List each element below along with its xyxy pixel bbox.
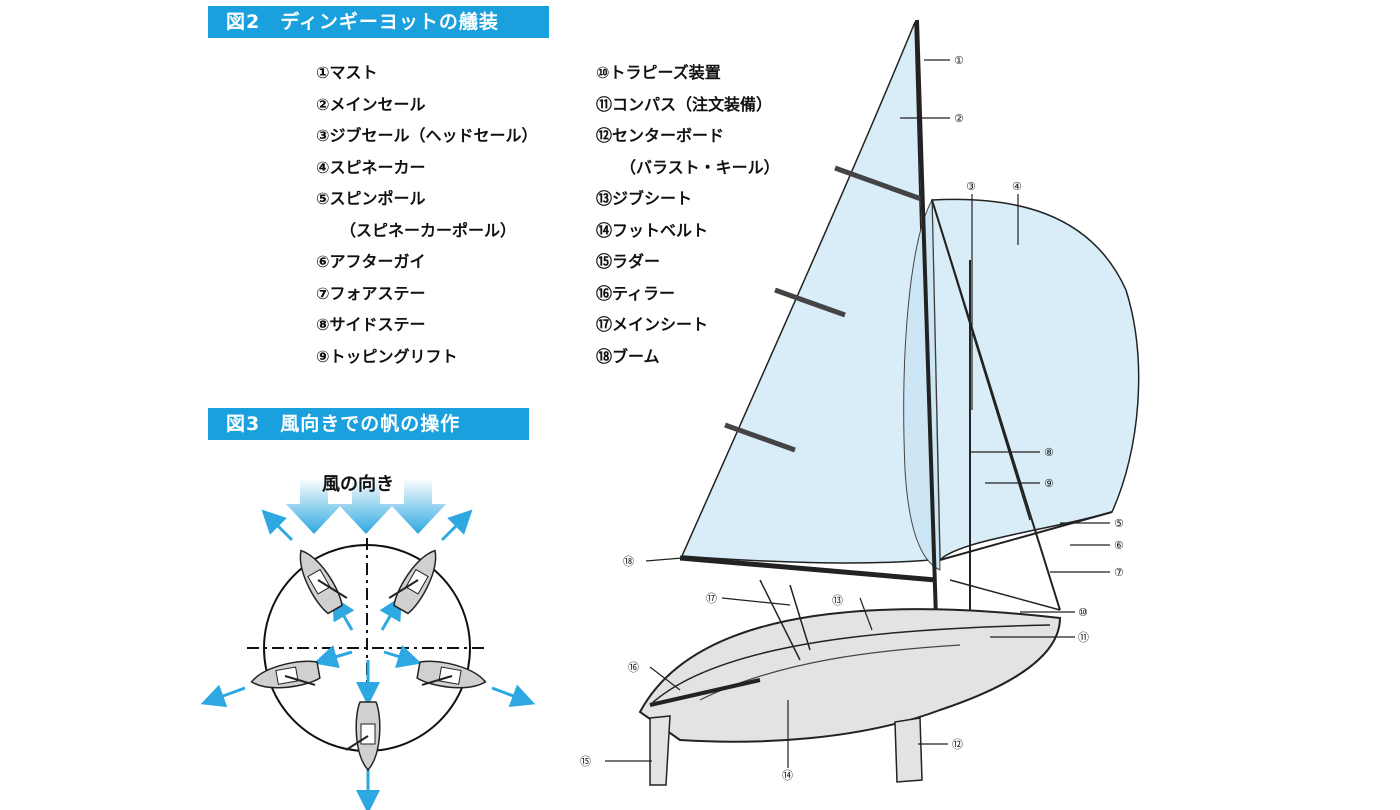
- parts-list-right: ⑩トラピーズ装置 ⑪コンパス（注文装備） ⑫センターボード （バラスト・キール）…: [596, 57, 780, 372]
- callout-10: ⑩: [1078, 606, 1088, 619]
- boat-icon: [345, 701, 381, 772]
- part-item: ⑱ブーム: [596, 346, 660, 366]
- course-arrow: [200, 684, 246, 708]
- callout-6: ⑥: [1114, 539, 1124, 552]
- figure2-title: 図2 ディンギーヨットの艤装: [208, 6, 549, 38]
- callout-15: ⑮: [580, 755, 591, 768]
- spinnaker-sail: [931, 198, 1140, 562]
- course-arrow: [491, 684, 536, 708]
- callout-13: ⑬: [832, 594, 843, 607]
- boat-icon: [299, 549, 348, 615]
- callout-14: ⑭: [782, 769, 793, 782]
- callout-9: ⑨: [1044, 477, 1054, 490]
- boat-icon: [416, 660, 487, 689]
- part-item: ⑰メインシート: [596, 315, 709, 334]
- part-item: ⑥アフターガイ: [316, 252, 426, 271]
- part-item: ⑯ティラー: [596, 283, 676, 303]
- boom: [679, 555, 937, 583]
- callout-7: ⑦: [1114, 566, 1124, 579]
- centerboard: [894, 717, 923, 783]
- callout-5: ⑤: [1114, 517, 1124, 530]
- callout-4: ④: [1012, 180, 1022, 193]
- course-arrow: [331, 595, 355, 631]
- part-item: ⑧サイドステー: [316, 315, 426, 334]
- parts-list-left: ①マスト ②メインセール ③ジブセール（ヘッドセール） ④スピネーカー ⑤スピン…: [316, 57, 538, 372]
- part-item: ③ジブセール（ヘッドセール）: [316, 126, 538, 145]
- part-item: ①マスト: [316, 63, 378, 82]
- jib-sail: [903, 198, 941, 571]
- part-item-continuation: （スピネーカーポール）: [340, 220, 517, 240]
- part-item: ⑭フットベルト: [596, 220, 709, 240]
- part-item-continuation: （バラスト・キール）: [620, 157, 780, 177]
- part-item: ②メインセール: [316, 94, 426, 114]
- boat-icon: [250, 660, 321, 689]
- callout-16: ⑯: [628, 661, 639, 674]
- boat-icon: [388, 549, 437, 615]
- callout-8: ⑧: [1044, 446, 1054, 459]
- part-item: ⑫センターボード: [596, 126, 725, 145]
- part-item: ⑦フォアステー: [316, 283, 426, 303]
- wind-arrow: [390, 478, 446, 534]
- mast: [915, 19, 939, 651]
- callout-1: ①: [954, 54, 964, 67]
- course-arrow: [313, 645, 353, 669]
- course-arrow: [440, 509, 473, 542]
- part-item: ⑨トッピングリフト: [316, 346, 458, 366]
- part-item: ⑩トラピーズ装置: [596, 63, 721, 82]
- sailing-circle: [263, 544, 471, 752]
- callout-18: ⑱: [623, 555, 634, 568]
- course-arrow: [383, 645, 422, 668]
- callout-17: ⑰: [706, 592, 717, 605]
- callout-3: ③: [966, 180, 976, 193]
- course-arrow: [261, 509, 294, 542]
- figure3-title: 図3 風向きでの帆の操作: [208, 408, 529, 440]
- part-item: ④スピネーカー: [316, 157, 426, 177]
- part-item: ⑤スピンポール: [316, 189, 426, 208]
- callout-12: ⑫: [952, 738, 963, 751]
- hull: [638, 608, 1062, 743]
- callout-2: ②: [954, 112, 964, 125]
- course-arrow: [379, 595, 403, 631]
- callout-11: ⑪: [1078, 631, 1089, 644]
- wind-direction-label: 風の向き: [322, 474, 394, 495]
- part-item: ⑮ラダー: [596, 252, 661, 271]
- part-item: ⑬ジブシート: [596, 189, 693, 208]
- part-item: ⑪コンパス（注文装備）: [596, 94, 773, 114]
- rudder: [649, 715, 671, 786]
